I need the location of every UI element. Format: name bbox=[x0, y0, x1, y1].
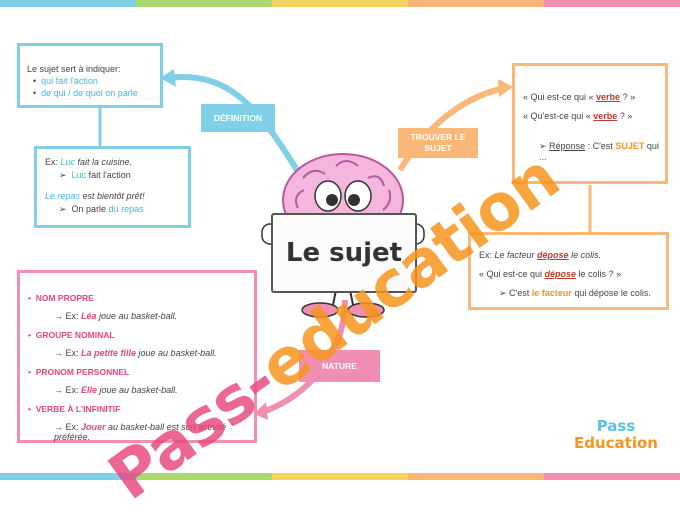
bottom-color-stripe bbox=[0, 473, 680, 480]
definition-example-2-arrow: ➢ On parle du repas bbox=[59, 204, 144, 214]
page-title: Le sujet bbox=[285, 238, 403, 268]
trouver-question-1: « Qui est-ce qui « verbe ? » bbox=[523, 92, 636, 102]
nature-item-groupe-nominal: • GROUPE NOMINAL → Ex: La petite fille j… bbox=[28, 330, 217, 358]
trouver-example-question: « Qui est-ce qui dépose le colis ? » bbox=[479, 269, 622, 279]
trouver-box: « Qui est-ce qui « verbe ? » « Qu'est-ce… bbox=[512, 63, 668, 184]
trouver-example-answer: ➢ C'est le facteur qui dépose le colis. bbox=[499, 288, 651, 298]
trouver-tag: TROUVER LE SUJET bbox=[398, 128, 478, 158]
title-card: Le sujet bbox=[271, 213, 417, 293]
definition-example-2: Le repas est bientôt prêt! bbox=[45, 191, 145, 201]
nature-tag: NATURE bbox=[299, 350, 380, 382]
definition-tag: DÉFINITION bbox=[201, 104, 275, 132]
pass-education-logo: Pass Education bbox=[574, 417, 658, 452]
definition-box: Le sujet sert à indiquer: • qui fait l'a… bbox=[17, 43, 163, 108]
definition-example-1-arrow: ➢ Luc fait l'action bbox=[59, 170, 131, 180]
definition-item-1: • qui fait l'action bbox=[33, 76, 98, 86]
trouver-example-box: Ex: Le facteur dépose le colis. « Qui es… bbox=[468, 232, 669, 310]
nature-item-pronom-personnel: • PRONOM PERSONNEL → Ex: Elle joue au ba… bbox=[28, 367, 178, 395]
top-color-stripe bbox=[0, 0, 680, 7]
definition-intro: Le sujet sert à indiquer: bbox=[27, 64, 121, 74]
trouver-example-sentence: Ex: Le facteur dépose le colis. bbox=[479, 250, 602, 260]
nature-box: • NOM PROPRE → Ex: Léa joue au basket-ba… bbox=[17, 270, 257, 443]
trouver-answer: ➢ Réponse : C'est SUJET qui ... bbox=[539, 141, 659, 162]
definition-item-2: • de qui / de quoi on parle bbox=[33, 88, 138, 98]
definition-example-1: Ex: Luc fait la cuisine. bbox=[45, 157, 133, 167]
nature-item-nom-propre: • NOM PROPRE → Ex: Léa joue au basket-ba… bbox=[28, 293, 178, 321]
definition-example-box: Ex: Luc fait la cuisine. ➢ Luc fait l'ac… bbox=[34, 146, 191, 228]
nature-item-verbe-infinitif: • VERBE À L'INFINITIF → Ex: Jouer au bas… bbox=[28, 404, 227, 442]
trouver-question-2: « Qu'est-ce qui « verbe ? » bbox=[523, 111, 633, 121]
